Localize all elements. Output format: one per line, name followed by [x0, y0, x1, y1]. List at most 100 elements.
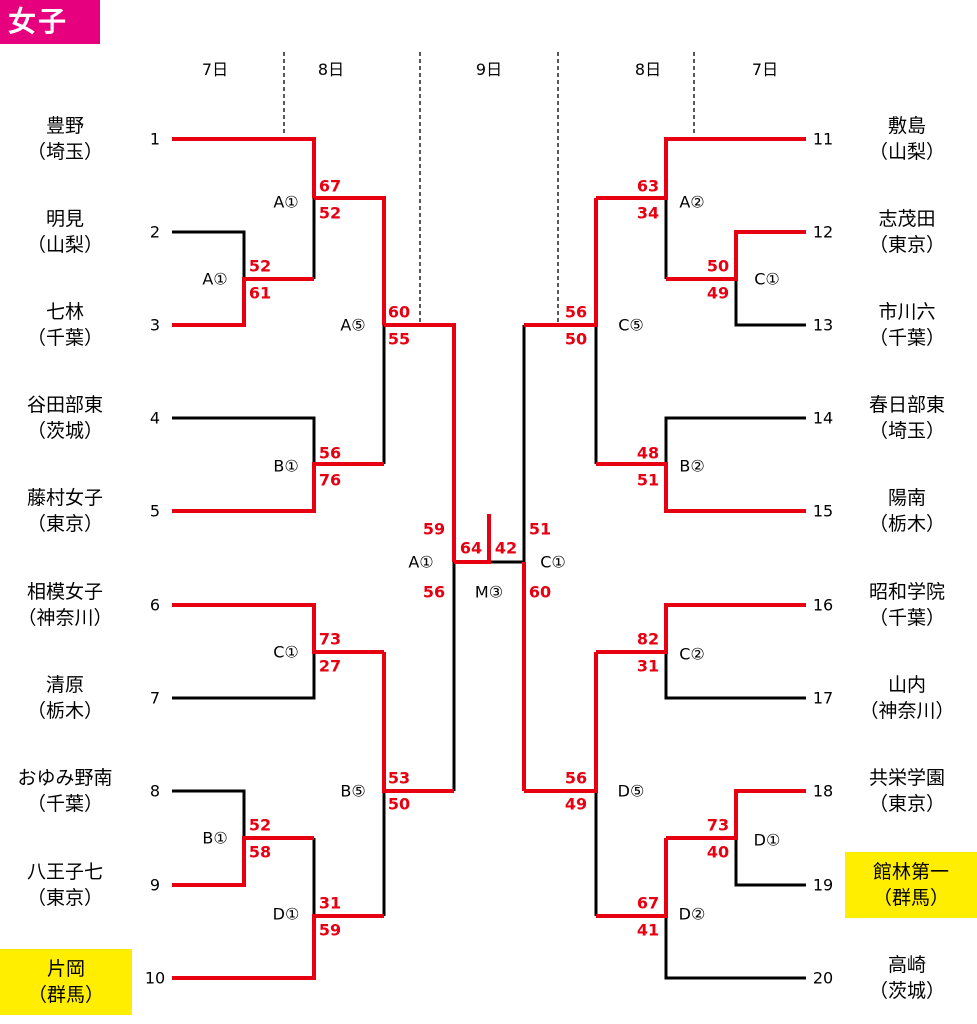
- game-label: D②: [678, 904, 706, 924]
- day-dividers: [283, 52, 695, 322]
- score: 52: [248, 256, 272, 276]
- team-pref: （東京）: [868, 234, 945, 256]
- team-2: 明見（山梨）: [0, 206, 130, 258]
- team-6: 相模女子（神奈川）: [0, 579, 130, 631]
- game-label: C⑤: [618, 315, 644, 335]
- seed-number: 20: [812, 968, 834, 988]
- score: 56: [564, 768, 588, 788]
- seed-number: 12: [812, 222, 834, 242]
- line-team-5: [172, 462, 384, 513]
- team-name: 敷島: [887, 115, 926, 137]
- score: 56: [422, 582, 446, 602]
- game-label: D①: [272, 904, 300, 924]
- seed-number: 16: [812, 595, 834, 615]
- team-name: 昭和学院: [868, 581, 945, 603]
- day-label-left-7: 7日: [201, 60, 229, 79]
- game-label: B②: [679, 456, 705, 476]
- seed-number: 18: [812, 781, 834, 801]
- line-team-15: [596, 462, 806, 513]
- team-16: 昭和学院（千葉）: [842, 579, 972, 631]
- team-name: 七林: [45, 301, 84, 323]
- game-label: C②: [679, 644, 705, 664]
- score: 61: [248, 283, 272, 303]
- game-label: C①: [273, 642, 299, 662]
- line-team-12: [666, 230, 806, 281]
- score: 48: [636, 443, 660, 463]
- team-name: 市川六: [878, 301, 936, 323]
- line-team-20: [664, 916, 806, 980]
- seed-number: 13: [812, 315, 834, 335]
- team-7: 清原（栃木）: [0, 672, 130, 724]
- score: 50: [706, 256, 730, 276]
- seed-number: 11: [812, 129, 834, 149]
- seed-number: 9: [149, 875, 161, 895]
- score: 31: [318, 893, 342, 913]
- seed-number: 7: [149, 688, 161, 708]
- team-pref: （東京）: [26, 887, 103, 909]
- line-team-13: [734, 279, 806, 327]
- score: 60: [528, 582, 552, 602]
- score: 63: [636, 176, 660, 196]
- line-team-16: [596, 603, 806, 654]
- line-team-8: [172, 789, 246, 838]
- line-g67-win: [382, 652, 454, 793]
- team-20: 高崎（茨城）: [842, 952, 972, 1004]
- score: 40: [706, 842, 730, 862]
- team-5: 藤村女子（東京）: [0, 485, 130, 537]
- game-label: C①: [540, 552, 566, 572]
- game-label: B⑤: [340, 781, 366, 801]
- team-1: 豊野（埼玉）: [0, 113, 130, 165]
- seed-number: 1: [149, 129, 161, 149]
- team-name: 共栄学園: [868, 767, 945, 789]
- team-name: 清原: [45, 674, 84, 696]
- line-team-14: [664, 416, 806, 464]
- game-label: A②: [679, 192, 705, 212]
- score: 34: [636, 203, 660, 223]
- line-team-1: [172, 137, 316, 198]
- team-pref: （東京）: [868, 793, 945, 815]
- score: 73: [706, 815, 730, 835]
- team-name: おゆみ野南: [17, 767, 113, 789]
- score: 60: [387, 302, 411, 322]
- score: 56: [318, 443, 342, 463]
- line-gL1-win: [384, 323, 456, 562]
- team-pref: （群馬）: [27, 984, 104, 1006]
- team-name: 豊野: [45, 115, 84, 137]
- day-label-left-8: 8日: [317, 60, 345, 79]
- seed-number: 15: [812, 501, 834, 521]
- team-pref: （千葉）: [26, 327, 103, 349]
- team-9: 八王子七（東京）: [0, 859, 130, 911]
- score: 55: [387, 329, 411, 349]
- team-4: 谷田部東（茨城）: [0, 392, 130, 444]
- game-label: D⑤: [617, 781, 645, 801]
- score: 49: [706, 283, 730, 303]
- team-name: 館林第一: [872, 861, 949, 883]
- team-name: 山内: [887, 674, 926, 696]
- game-label: C①: [754, 269, 780, 289]
- line-team-19: [734, 838, 806, 887]
- seed-number: 8: [149, 781, 161, 801]
- score: 67: [636, 893, 660, 913]
- line-g11-win: [524, 198, 598, 327]
- game-label: A①: [408, 552, 434, 572]
- team-name: 高崎: [887, 954, 926, 976]
- team-15: 陽南（栃木）: [842, 485, 972, 537]
- seed-number: 14: [812, 408, 834, 428]
- game-label: A①: [273, 192, 299, 212]
- final-label: M③: [474, 582, 504, 602]
- score: 59: [318, 920, 342, 940]
- seed-number: 10: [144, 968, 166, 988]
- seed-number: 4: [149, 408, 161, 428]
- final-score-left: 64: [459, 538, 483, 558]
- score: 73: [318, 629, 342, 649]
- team-name: 陽南: [887, 487, 926, 509]
- game-label: D①: [753, 830, 781, 850]
- score: 27: [318, 656, 342, 676]
- day-label-right-7: 7日: [751, 60, 779, 79]
- line-team-18: [666, 789, 806, 840]
- line-team-4: [172, 416, 316, 464]
- line-g1-win: [314, 196, 386, 325]
- team-pref: （神奈川）: [859, 700, 955, 722]
- score: 76: [318, 470, 342, 490]
